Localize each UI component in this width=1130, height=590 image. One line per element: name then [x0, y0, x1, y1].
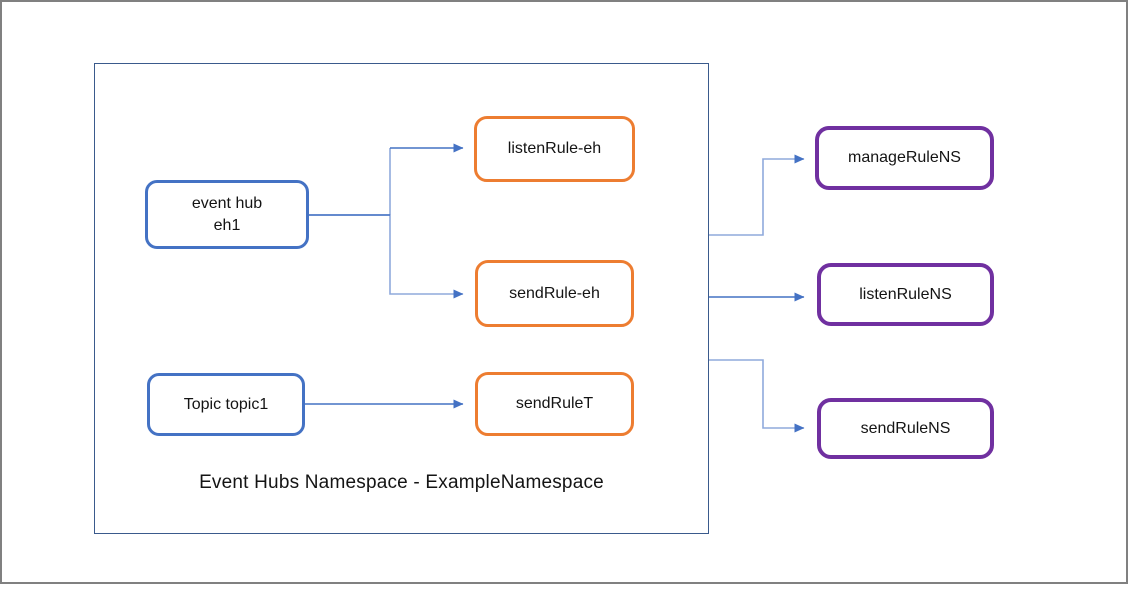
edge-namespace-to-sendrulens	[709, 359, 805, 433]
node-sendrulens-label: sendRuleNS	[860, 419, 951, 437]
node-sendrulet: sendRuleT	[475, 372, 634, 436]
node-managerulens-label: manageRuleNS	[848, 149, 961, 167]
namespace-container-box	[94, 63, 709, 534]
node-sendrulet-label: sendRuleT	[515, 395, 594, 413]
node-managerulens: manageRuleNS	[815, 126, 994, 190]
node-event-hub-eh1: event hub eh1	[145, 180, 309, 249]
node-sendrulens: sendRuleNS	[817, 398, 994, 459]
edge-namespace-to-managerulens	[709, 154, 805, 236]
node-topic-topic1: Topic topic1	[147, 373, 305, 436]
node-listenrule-eh: listenRule-eh	[474, 116, 635, 182]
node-listenrulens-label: listenRuleNS	[859, 285, 952, 303]
namespace-title: Event Hubs Namespace - ExampleNamespace	[199, 472, 604, 493]
node-event-hub-label-line1: event hub	[191, 194, 263, 212]
node-sendrule-eh-label: sendRule-eh	[509, 284, 600, 302]
node-topic-label: Topic topic1	[183, 395, 269, 413]
node-event-hub-label-line2: eh1	[213, 216, 241, 234]
node-sendrule-eh: sendRule-eh	[475, 260, 634, 327]
node-listenrule-eh-label: listenRule-eh	[507, 140, 602, 158]
node-listenrulens: listenRuleNS	[817, 263, 994, 326]
